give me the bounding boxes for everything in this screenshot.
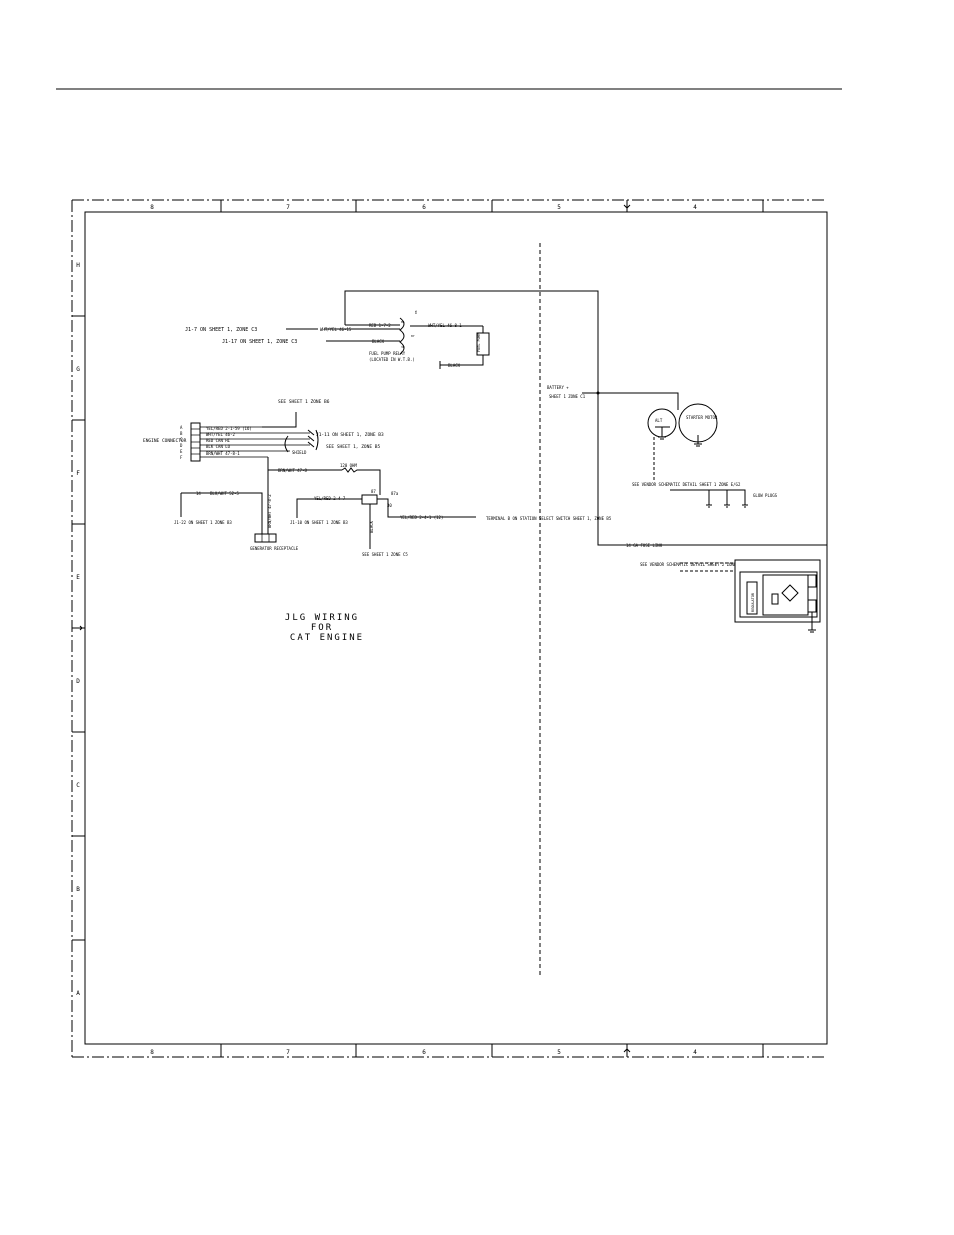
title-line-1: JLG WIRING	[285, 613, 359, 623]
wire-label: BLK/WHT 52-5	[210, 491, 239, 496]
col-label-bottom: 6	[422, 1049, 426, 1056]
j1-11-note: J1-11 ON SHEET 1, ZONE B3	[316, 432, 384, 438]
col-label-top: 4	[693, 204, 697, 211]
pin-label: 87	[371, 489, 376, 494]
wire-label: BRN/WHT 47-8-2	[267, 494, 272, 528]
battery-circuit: BATTERY + SHEET 1 ZONE C1 STARTER MOTOR …	[547, 385, 778, 567]
wire-label: WHT/YEL 46-8-1	[428, 323, 462, 328]
generator-circuit: BRN/WHT 47-8 120 OHM BLK/WHT 52-5 14 J1-…	[174, 463, 357, 551]
generator-receptacle-label: GENERATOR RECEPTACLE	[250, 546, 299, 551]
pin-A: A	[180, 425, 183, 430]
pin-label: 14	[196, 491, 201, 496]
wire-label: BLK CAN LO	[206, 444, 231, 449]
col-label-bottom: 7	[286, 1049, 290, 1056]
col-label-bottom: 5	[557, 1049, 561, 1056]
col-label-top: 8	[150, 204, 154, 211]
j1-7-label: J1-7 ON SHEET 1, ZONE C3	[185, 327, 257, 333]
regulator-label: REGULATOR	[751, 592, 755, 612]
row-label: F	[76, 470, 80, 477]
wire-label: BRN/WHT 47-8	[278, 468, 307, 473]
vendor-note-1: SEE VENDOR SCHEMATIC DETAIL SHEET 1 ZONE…	[632, 482, 741, 487]
title-line-3: CAT ENGINE	[290, 633, 364, 643]
row-label: D	[76, 678, 80, 685]
wire-label: YEL/RED 2-4-1 (12)	[400, 515, 443, 520]
pin-B: B	[180, 431, 183, 436]
wire-label: WHT/YEL 46-2	[206, 432, 235, 437]
see-sheet-note: SEE SHEET 1 ZONE B6	[278, 399, 330, 405]
wire-label: RED CAN HI	[206, 438, 231, 443]
drawing-frame	[71, 199, 828, 1058]
wire-label: RED 1-7-2	[369, 323, 391, 328]
pin-label: 87a	[391, 491, 399, 496]
regulator-circuit: REGULATOR	[680, 559, 821, 633]
fuse-link-label: 14 GA FUSE LINK	[626, 543, 663, 548]
j1-17-label: J1-17 ON SHEET 1, ZONE C3	[222, 339, 297, 345]
pin-D: D	[180, 443, 183, 448]
pin-label: 87	[411, 334, 415, 338]
see-sheet-note-2: SEE SHEET 1, ZONE B5	[326, 444, 380, 450]
engine-connector-label: ENGINE CONNECTOR	[143, 438, 187, 444]
wire-label: SHIELD	[292, 450, 307, 455]
terminal-note: TERMINAL B ON STATION SELECT SWITCH SHEE…	[486, 516, 612, 521]
relay-location: (LOCATED IN W.T.B.)	[369, 357, 415, 362]
pin-label: 30	[387, 503, 392, 508]
pin-C: C	[180, 437, 183, 442]
pin-label: 85	[401, 320, 405, 324]
j1-10-note: J1-10 ON SHEET 1 ZONE B3	[290, 520, 348, 525]
vendor-note-2: SEE VENDOR SCHEMATIC DETAIL SHEET 2 ZONE…	[640, 562, 749, 567]
col-label-top: 7	[286, 204, 290, 211]
relay-circuit: YEL/RED 2-4-7 87 87a 30 J1-10 ON SHEET 1…	[290, 489, 612, 557]
col-label-bottom: 8	[150, 1049, 154, 1056]
starter-label: STARTER MOTOR	[686, 415, 718, 420]
resistor-label: 120 OHM	[340, 463, 357, 468]
row-label: A	[76, 990, 80, 997]
engine-connector-circuit: A B C D E F ENGINE CONNECTOR SEE SHEET 1…	[143, 399, 384, 495]
row-label: G	[76, 366, 80, 373]
wire-label: YEL/RED 2-4-7	[314, 496, 346, 501]
row-label: H	[76, 262, 80, 269]
alt-label: ALT	[655, 418, 663, 423]
row-label: E	[76, 574, 80, 581]
fuel-pump-label: FUEL PUMP	[477, 333, 481, 352]
pin-F: F	[180, 455, 183, 460]
diagram-title: JLG WIRING FOR CAT ENGINE	[285, 613, 364, 643]
pin-label: 86	[414, 310, 418, 314]
title-line-2: FOR	[311, 623, 333, 633]
pin-E: E	[180, 449, 183, 454]
wire-label: YEL/RED 2-1-59 (16)	[206, 426, 252, 431]
wire-label: BRN/WHT 47-8-1	[206, 451, 240, 456]
wire-label: BLACK	[369, 520, 374, 533]
fuel-pump-circuit: J1-7 ON SHEET 1, ZONE C3 J1-17 ON SHEET …	[185, 290, 827, 546]
battery-note: SHEET 1 ZONE C1	[549, 394, 586, 399]
pin-label: 30	[401, 345, 405, 349]
row-label: B	[76, 886, 80, 893]
relay-label: FUEL PUMP RELAY	[369, 351, 406, 356]
glow-plugs-label: GLOW PLUGS	[753, 493, 778, 498]
see-sheet-note: SEE SHEET 1 ZONE C5	[362, 552, 408, 557]
wire-label: BLACK	[372, 339, 385, 344]
wire-label: WHT/YEL 46-15	[320, 327, 352, 332]
battery-label: BATTERY +	[547, 385, 569, 390]
row-label: C	[76, 782, 80, 789]
j1-22-note: J1-22 ON SHEET 1 ZONE B3	[174, 520, 232, 525]
col-label-top: 6	[422, 204, 426, 211]
wire-label: BLACK	[448, 363, 461, 368]
col-label-bottom: 4	[693, 1049, 697, 1056]
col-label-top: 5	[557, 204, 561, 211]
